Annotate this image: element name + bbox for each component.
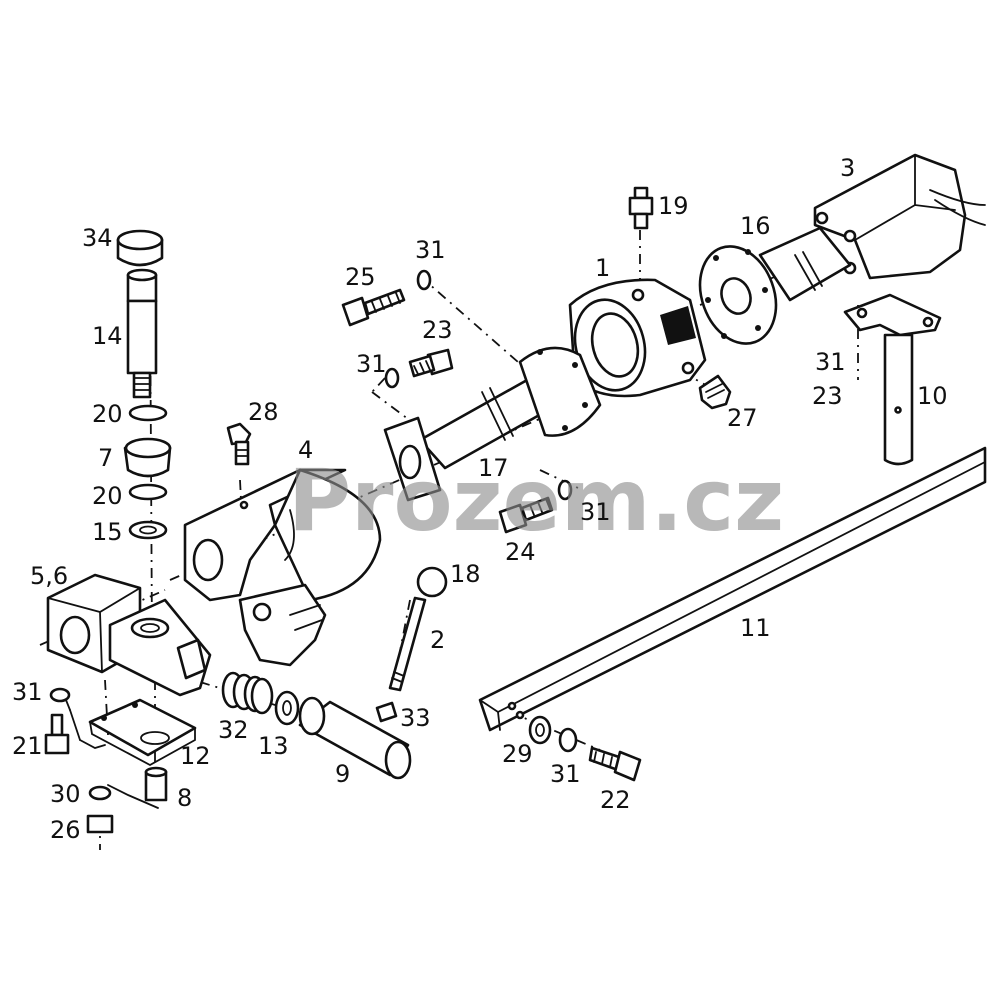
label-part-9: 9: [335, 760, 350, 788]
label-part-1: 1: [595, 254, 610, 282]
label-part-33: 33: [400, 704, 431, 732]
label-part-3: 3: [840, 154, 855, 182]
label-part-23-center: 23: [422, 316, 453, 344]
label-part-16: 16: [740, 212, 771, 240]
label-part-15: 15: [92, 518, 123, 546]
label-part-31-d: 31: [815, 348, 846, 376]
part-26-nut: [86, 814, 114, 834]
part-7-bearing: [123, 437, 172, 478]
part-labels: 1 2 3 4 5,6 7 8 9 10 11 12 13 14 15 16 1…: [12, 154, 948, 844]
part-3-housing: [813, 153, 986, 280]
label-part-31-a: 31: [415, 236, 446, 264]
label-part-13: 13: [258, 732, 289, 760]
watermark: Prozem.cz: [288, 451, 784, 551]
label-part-21: 21: [12, 732, 43, 760]
part-10-post: [843, 293, 942, 466]
label-part-31-f: 31: [550, 760, 581, 788]
label-part-25: 25: [345, 263, 376, 291]
label-part-17: 17: [478, 454, 509, 482]
label-part-18: 18: [450, 560, 481, 588]
label-part-12: 12: [180, 742, 211, 770]
part-14-pin: [126, 268, 158, 399]
label-part-5-6: 5,6: [30, 562, 68, 590]
part-12-plate: [88, 698, 197, 767]
label-part-31-b: 31: [356, 350, 387, 378]
part-22-bolt: [588, 746, 642, 782]
label-part-7: 7: [98, 444, 113, 472]
part-27-plug: [698, 374, 732, 410]
label-part-2: 2: [430, 626, 445, 654]
label-part-31-c: 31: [580, 498, 611, 526]
label-part-10: 10: [917, 382, 948, 410]
label-part-8: 8: [177, 784, 192, 812]
part-5-6-knuckle: [46, 573, 212, 697]
part-1-coupling: [568, 278, 707, 398]
part-29-washer: [528, 715, 552, 745]
part-25-bolt: [341, 269, 432, 327]
part-21-bolt: [44, 713, 70, 755]
part-18-ball: [416, 566, 448, 598]
part-24-bolt: [498, 479, 573, 534]
part-20-circlip-bottom: [128, 483, 168, 501]
label-part-22: 22: [600, 786, 631, 814]
part-2-rod: [388, 596, 427, 692]
part-15-washer: [128, 520, 168, 540]
part-13-washer: [274, 690, 300, 726]
label-part-34: 34: [82, 224, 113, 252]
part-20-circlip-top: [128, 404, 168, 422]
label-part-28: 28: [248, 398, 279, 426]
part-8-bushing: [144, 766, 168, 802]
label-part-27: 27: [727, 404, 758, 432]
label-part-30: 30: [50, 780, 81, 808]
label-part-31-e: 31: [12, 678, 43, 706]
part-31-washer-right: [558, 727, 578, 753]
part-31-washer-left: [49, 687, 71, 703]
part-9-roller: [298, 696, 412, 780]
part-28-nipple: [226, 422, 252, 466]
label-part-32: 32: [218, 716, 249, 744]
label-part-19: 19: [658, 192, 689, 220]
label-part-23-right: 23: [812, 382, 843, 410]
part-30-washer: [88, 785, 112, 801]
part-17-tube: [383, 346, 602, 502]
label-part-26: 26: [50, 816, 81, 844]
part-23-bolt: [384, 348, 454, 389]
label-part-11: 11: [740, 614, 771, 642]
label-part-14: 14: [92, 322, 123, 350]
label-part-4: 4: [298, 436, 313, 464]
part-33-nut: [375, 701, 398, 723]
label-part-24: 24: [505, 538, 536, 566]
label-part-29: 29: [502, 740, 533, 768]
label-part-20-top: 20: [92, 400, 123, 428]
part-11-bar: [478, 446, 987, 732]
label-part-20-bottom: 20: [92, 482, 123, 510]
part-16-flange-shaft: [698, 226, 852, 345]
part-32-spring: [221, 671, 274, 715]
part-34-cap: [116, 229, 164, 267]
part-4-frame: [183, 468, 382, 667]
part-19-nipple: [628, 186, 654, 230]
